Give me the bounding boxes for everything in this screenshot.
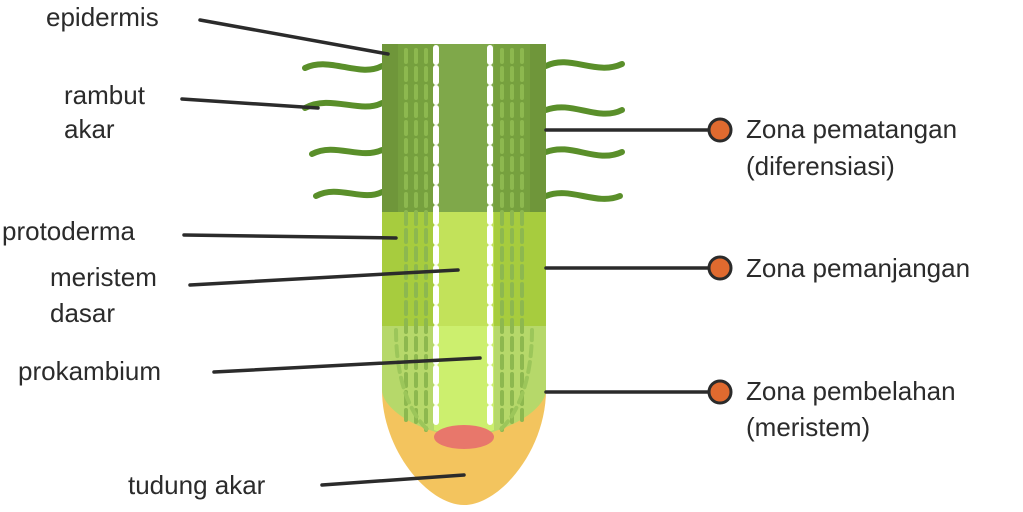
label-epidermis: epidermis <box>46 2 159 32</box>
zone-marker-pematangan <box>707 117 733 143</box>
procambium-lines <box>433 45 493 431</box>
label-meristem-dasar-2: dasar <box>50 298 115 328</box>
meristem-tip <box>434 425 494 449</box>
label-rambut-akar-1: rambut <box>64 80 146 110</box>
zone-labels: Zona pematangan (diferensiasi) Zona pema… <box>746 114 970 442</box>
zone-marker-pemanjangan <box>707 255 733 281</box>
division-zone-core <box>434 326 494 435</box>
left-labels: epidermis rambut akar protoderma meriste… <box>2 2 266 500</box>
zone-markers <box>544 117 733 405</box>
zone-label-pemanjangan: Zona pemanjangan <box>746 253 970 283</box>
label-protoderma: protoderma <box>2 216 135 246</box>
zone-label-pematangan-2: (diferensiasi) <box>746 151 895 181</box>
cell-columns <box>394 48 534 434</box>
maturation-zone-core <box>434 44 494 212</box>
label-meristem-dasar-1: meristem <box>50 262 157 292</box>
zone-marker-pembelahan <box>707 379 733 405</box>
root-body <box>382 44 546 505</box>
root-hairs-left <box>302 61 385 199</box>
zone-label-pembelahan-2: (meristem) <box>746 412 870 442</box>
root-hairs-right <box>543 59 625 202</box>
elongation-zone-core <box>434 212 494 326</box>
label-prokambium: prokambium <box>18 356 161 386</box>
label-rambut-akar-2: akar <box>64 114 115 144</box>
label-tudung-akar: tudung akar <box>128 470 266 500</box>
left-leaders <box>180 18 482 487</box>
zone-label-pematangan-1: Zona pematangan <box>746 114 957 144</box>
zone-label-pembelahan-1: Zona pembelahan <box>746 376 956 406</box>
